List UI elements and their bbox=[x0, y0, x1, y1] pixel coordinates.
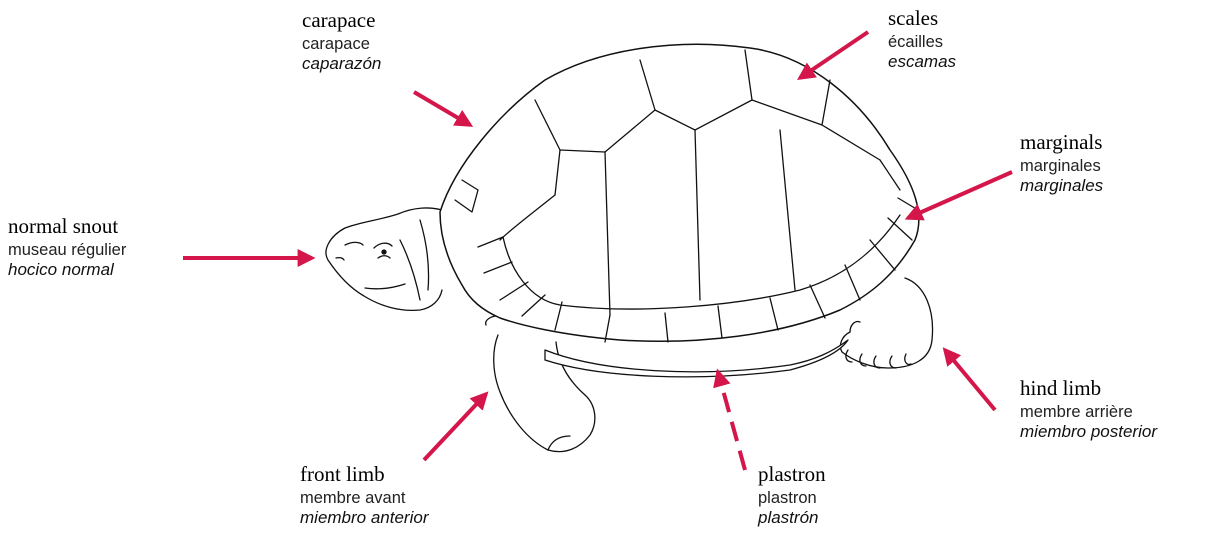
label-snout-es: hocico normal bbox=[8, 260, 126, 281]
label-carapace-en: carapace bbox=[302, 8, 381, 34]
arrow-front-limb bbox=[424, 394, 486, 460]
label-hind-limb: hind limb membre arrière miembro posteri… bbox=[1020, 376, 1157, 442]
label-marginals-en: marginals bbox=[1020, 130, 1103, 156]
label-plastron: plastron plastron plastrón bbox=[758, 462, 826, 528]
label-snout-fr: museau régulier bbox=[8, 240, 126, 260]
label-hind-limb-fr: membre arrière bbox=[1020, 402, 1157, 422]
label-front-limb-fr: membre avant bbox=[300, 488, 429, 508]
arrow-marginals bbox=[908, 172, 1012, 218]
arrow-hind-limb bbox=[945, 350, 995, 410]
arrow-scales bbox=[800, 32, 868, 78]
label-front-limb-en: front limb bbox=[300, 462, 429, 488]
label-marginals-fr: marginales bbox=[1020, 156, 1103, 176]
label-snout: normal snout museau régulier hocico norm… bbox=[8, 214, 126, 280]
label-scales-es: escamas bbox=[888, 52, 956, 73]
label-plastron-es: plastrón bbox=[758, 508, 826, 529]
label-carapace: carapace carapace caparazón bbox=[302, 8, 381, 74]
label-hind-limb-es: miembro posterior bbox=[1020, 422, 1157, 443]
label-carapace-fr: carapace bbox=[302, 34, 381, 54]
arrow-plastron bbox=[718, 372, 745, 470]
label-scales-en: scales bbox=[888, 6, 956, 32]
label-front-limb-es: miembro anterior bbox=[300, 508, 429, 529]
label-front-limb: front limb membre avant miembro anterior bbox=[300, 462, 429, 528]
label-marginals: marginals marginales marginales bbox=[1020, 130, 1103, 196]
label-marginals-es: marginales bbox=[1020, 176, 1103, 197]
arrow-carapace bbox=[414, 92, 470, 125]
label-snout-en: normal snout bbox=[8, 214, 126, 240]
label-plastron-en: plastron bbox=[758, 462, 826, 488]
label-hind-limb-en: hind limb bbox=[1020, 376, 1157, 402]
label-scales-fr: écailles bbox=[888, 32, 956, 52]
label-carapace-es: caparazón bbox=[302, 54, 381, 75]
label-scales: scales écailles escamas bbox=[888, 6, 956, 72]
label-plastron-fr: plastron bbox=[758, 488, 826, 508]
